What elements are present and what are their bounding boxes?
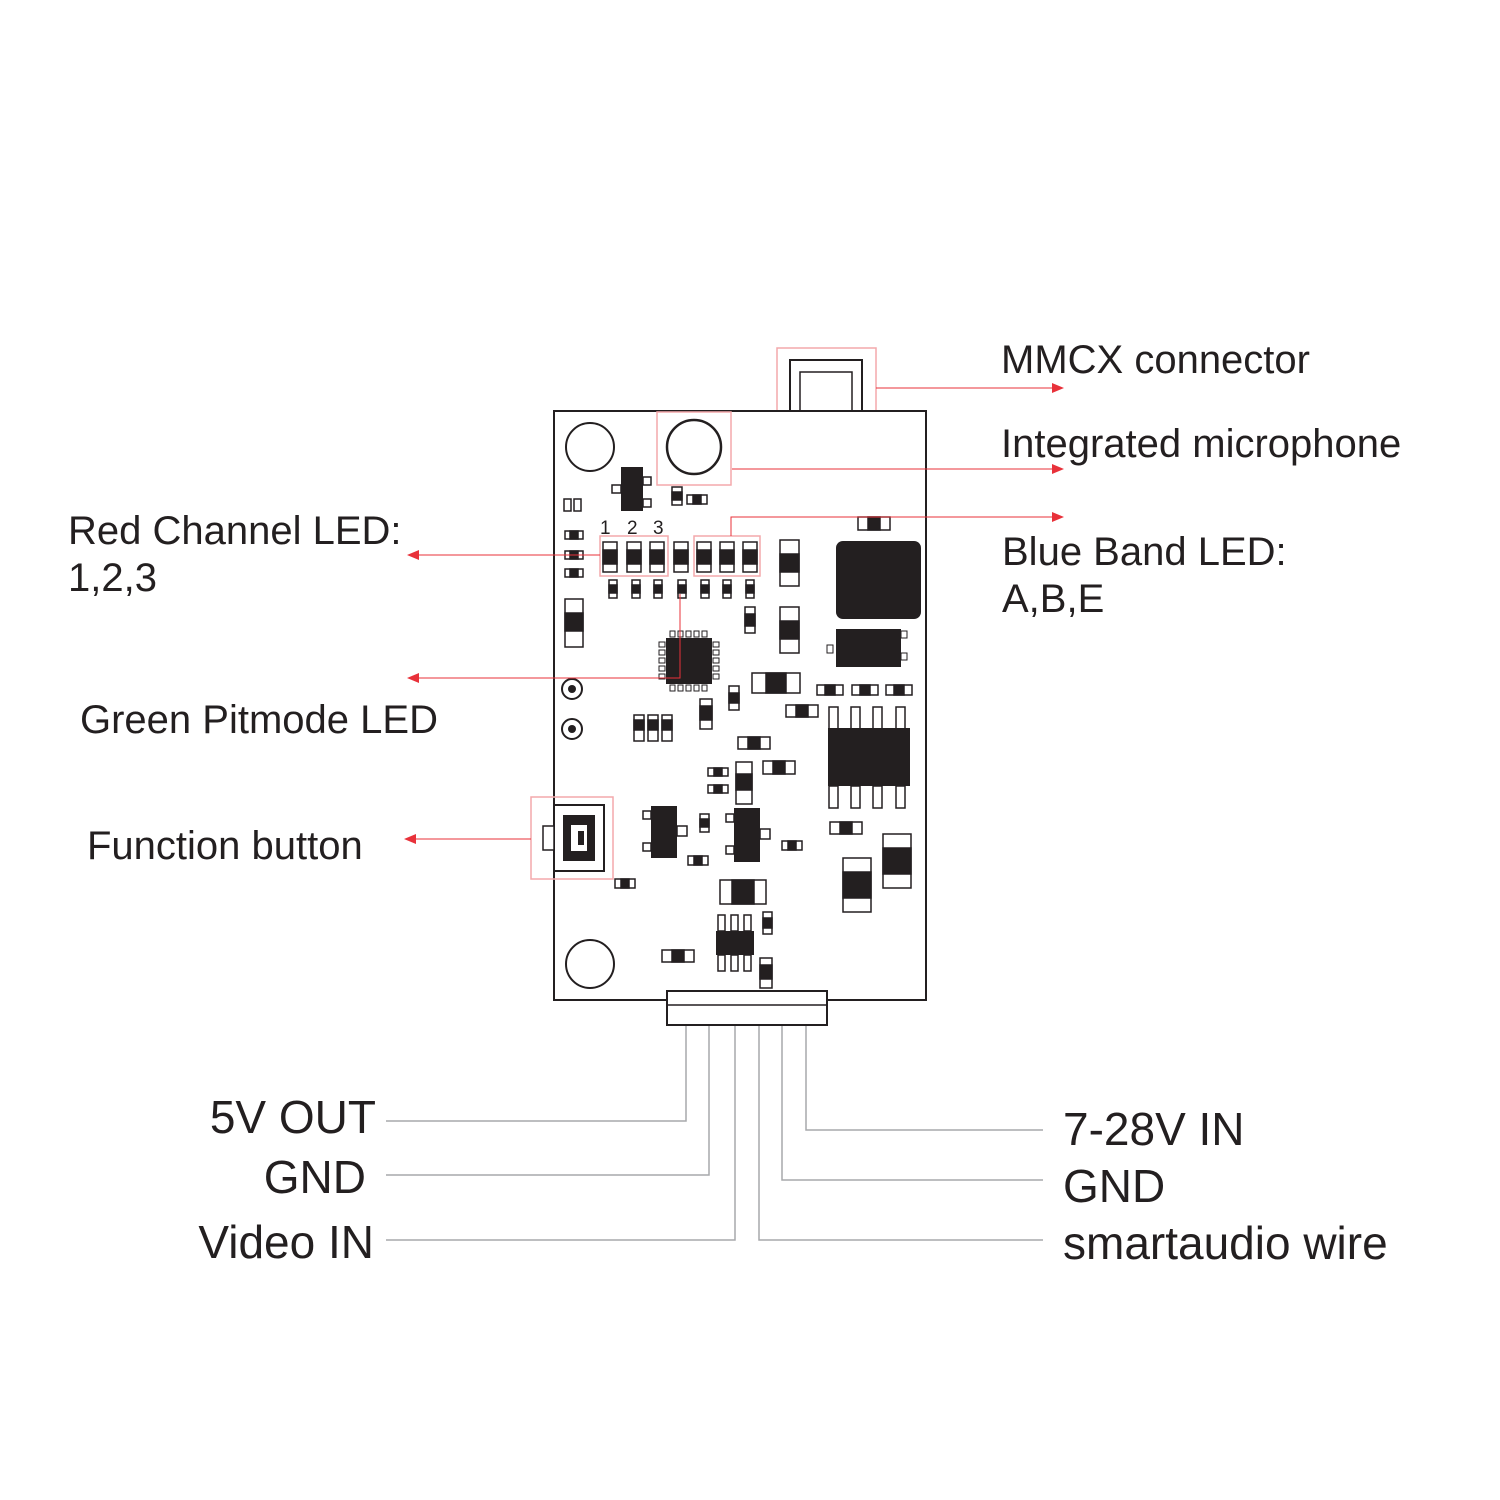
function-button (530, 796, 614, 880)
wires (386, 1026, 1043, 1241)
label-red-channel-led-values: 1,2,3 (68, 556, 157, 600)
led-number-1: 1 (600, 518, 611, 539)
pin-label-gnd-right: GND (1063, 1160, 1166, 1212)
label-function-button: Function button (87, 824, 363, 868)
mount-hole-top (565, 422, 615, 472)
label-red-channel-led: Red Channel LED: (68, 509, 402, 553)
smd-components (563, 486, 913, 989)
callout-arrowheads (404, 383, 1064, 844)
soic-chip (828, 706, 910, 809)
ic-medium (826, 629, 908, 667)
wire-5v-out (386, 1026, 687, 1122)
led-highlight-boxes (599, 535, 761, 577)
wire-7-28v-in (805, 1026, 1043, 1131)
wire-smartaudio (758, 1026, 1043, 1241)
pin-label-5v-out: 5V OUT (209, 1091, 376, 1143)
wire-connector (666, 990, 828, 1026)
transistor-mid (725, 808, 771, 862)
led-number-2: 2 (627, 518, 638, 539)
label-mmcx-connector: MMCX connector (1001, 338, 1310, 382)
led-number-3: 3 (653, 518, 664, 539)
pin-label-gnd-left: GND (263, 1151, 366, 1203)
pin-label-smartaudio: smartaudio wire (1063, 1217, 1388, 1269)
callout-green-led (413, 594, 681, 679)
label-blue-band-led-values: A,B,E (1002, 577, 1105, 621)
regulator-top (611, 467, 652, 511)
mount-hole-bottom (565, 939, 615, 989)
sot-bottom (716, 914, 754, 972)
wire-gnd-left (386, 1026, 710, 1176)
label-integrated-microphone: Integrated microphone (1001, 422, 1402, 466)
wire-gnd-right (781, 1026, 1043, 1181)
pin-label-7-28v-in: 7-28V IN (1063, 1103, 1245, 1155)
label-blue-band-led: Blue Band LED: (1002, 530, 1287, 574)
inductor (836, 541, 921, 619)
pitmode-led-pads (561, 678, 583, 740)
transistor-left (642, 806, 688, 858)
pin-label-video-in: Video IN (198, 1216, 374, 1268)
callout-blue-led (730, 516, 1058, 536)
label-green-pitmode-led: Green Pitmode LED (80, 698, 438, 742)
microphone (656, 411, 732, 486)
callout-lines (410, 387, 1058, 840)
wire-video-in (386, 1026, 736, 1241)
qfn-chip (658, 630, 720, 692)
led-number-labels: 1 2 3 (600, 518, 664, 539)
